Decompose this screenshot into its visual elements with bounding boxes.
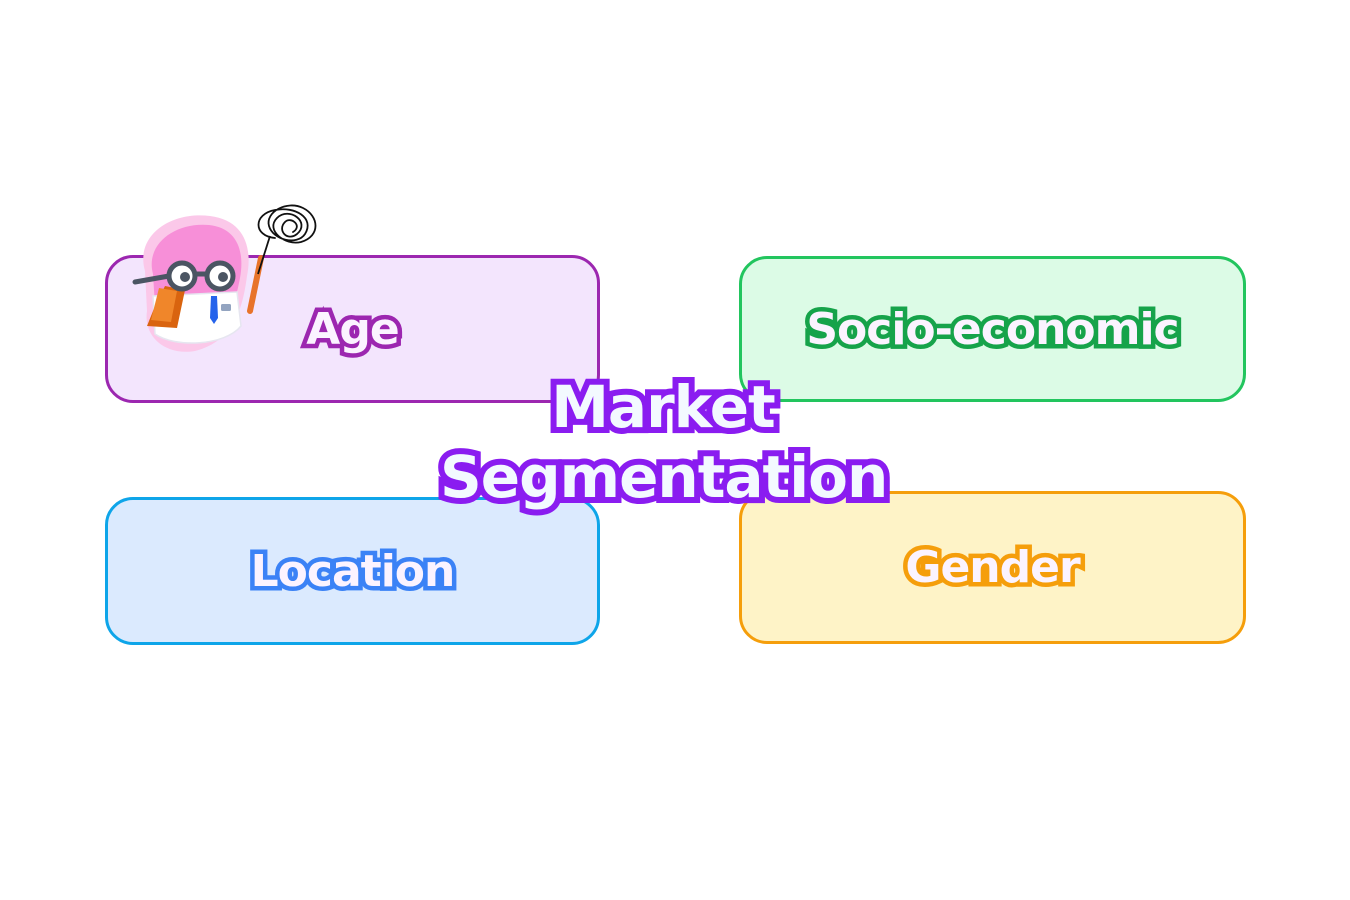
- segment-label-age: Age: [302, 299, 404, 359]
- segment-box-socio-economic: Socio-economic: [739, 256, 1246, 402]
- mascot-pointer: [247, 255, 264, 314]
- mascot-pointer-string: [257, 235, 271, 275]
- mascot-scribble: [257, 204, 317, 244]
- center-title-line-1: Market: [545, 367, 782, 447]
- segment-label-location: Location: [246, 541, 460, 601]
- mascot-clipboard-face: [151, 288, 177, 322]
- mascot-eye-right: [218, 272, 228, 282]
- mascot-eye-left: [180, 272, 190, 282]
- center-title: Market Segmentation: [434, 367, 894, 517]
- segment-label-socio-economic: Socio-economic: [802, 299, 1184, 359]
- segment-box-gender: Gender: [739, 491, 1246, 644]
- segment-label-gender: Gender: [901, 538, 1085, 598]
- scientist-mascot-icon: [132, 204, 317, 352]
- center-title-line-2: Segmentation: [434, 437, 894, 517]
- mascot-badge: [221, 304, 231, 311]
- mascot-tie: [210, 296, 218, 324]
- segment-box-location: Location: [105, 497, 600, 645]
- mascot-glasses-arm: [132, 273, 172, 285]
